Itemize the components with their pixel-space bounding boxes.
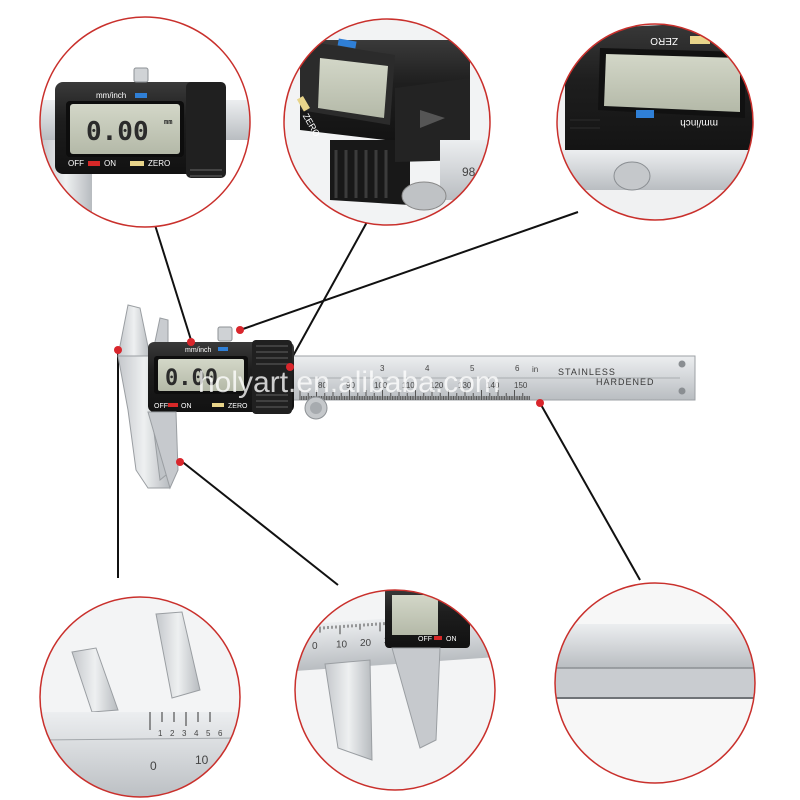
engraving-hardened: HARDENED: [596, 377, 655, 387]
pointer-lines: [117, 211, 641, 586]
upper-jaw-fixed: [117, 304, 151, 357]
pointer-line-6: [539, 402, 641, 581]
beam-unit-label: in: [532, 365, 538, 374]
lower-jaw-moving: [147, 411, 179, 490]
beam-screw-bottom: [678, 387, 686, 395]
pointer-line-5: [179, 459, 339, 586]
closeup-mode-label: mm/inch: [96, 91, 126, 100]
beam-scale-number: 80: [318, 381, 327, 390]
pointer-line-3: [239, 211, 579, 331]
callout-display-closeup: 0.00 mm mm/inch OFF ON ZERO: [39, 16, 251, 228]
zoom5-scale-number: 0: [312, 641, 318, 652]
beam-inch-number: 3: [380, 364, 385, 373]
engraving-stainless: STAINLESS: [558, 367, 616, 377]
lcd-reading: 0.00: [165, 366, 218, 391]
zoom4-small-number: 3: [182, 729, 187, 738]
beam-scale-numbers: 80 90 100 110 120 130 140 150 3 4 5 6: [318, 364, 528, 390]
off-label: OFF: [154, 403, 168, 410]
zoom5-scale-number: 10: [336, 639, 348, 650]
callout-zero-closeup: ZERO 98: [283, 18, 491, 226]
zoom4-small-number: 4: [194, 729, 199, 738]
closeup-lcd-reading: 0.00: [86, 117, 149, 147]
beam-scale-number: 90: [346, 381, 355, 390]
lcd-display: [158, 359, 244, 391]
zoom4-small-number: 6: [218, 729, 223, 738]
beam-scale-number: 120: [430, 381, 444, 390]
beam-scale-number: 100: [374, 381, 388, 390]
beam-scale-number: 130: [458, 381, 472, 390]
mode-button[interactable]: [218, 347, 228, 351]
closeup-lcd-unit: mm: [164, 118, 172, 126]
zoom4-small-number: 1: [158, 729, 163, 738]
beam-scale-number: 110: [402, 381, 415, 390]
mode-label: mm/inch: [185, 347, 212, 354]
zoom3-zero-label: ZERO: [650, 35, 678, 46]
beam-inch-number: 5: [470, 364, 475, 373]
callout-mode-closeup: ZERO mm/inch: [556, 23, 754, 221]
zoom4-small-number: 2: [170, 729, 175, 738]
on-label: ON: [181, 403, 192, 410]
pointer-dots: [114, 326, 544, 466]
zoom5-on-label: ON: [446, 636, 457, 643]
beam-scale-number: 140: [486, 381, 500, 390]
zoom3-mode-label: mm/inch: [680, 117, 718, 128]
power-button[interactable]: [168, 403, 178, 407]
closeup-zero-label: ZERO: [148, 159, 170, 168]
zoom5-off-label: OFF: [418, 636, 432, 643]
pointer-line-1: [154, 224, 192, 341]
beam-scale-number: 150: [514, 381, 528, 390]
beam-inch-number: 6: [515, 364, 520, 373]
callout-beam-surface: [554, 582, 756, 784]
beam-screw-top: [678, 360, 686, 368]
closeup-lcd: [70, 104, 180, 154]
zoom4-small-number: 5: [206, 729, 211, 738]
zero-button[interactable]: [212, 403, 224, 407]
zero-label: ZERO: [228, 403, 248, 410]
zoom4-number-10: 10: [195, 753, 209, 767]
watermark: holyart.en.alibaba.com: [198, 366, 500, 399]
zoom5-scale-number: 20: [360, 638, 372, 649]
callout-outer-jaws-closeup: 0102030 OFF ON: [294, 589, 496, 791]
pointer-line-2: [287, 221, 368, 366]
beam-inch-number: 4: [425, 364, 430, 373]
locking-screw: [217, 326, 233, 342]
zoom2-scale-digit: 98: [462, 165, 476, 179]
closeup-off-label: OFF: [68, 159, 84, 168]
zoom4-number-0: 0: [150, 759, 157, 773]
closeup-on-label: ON: [104, 159, 116, 168]
